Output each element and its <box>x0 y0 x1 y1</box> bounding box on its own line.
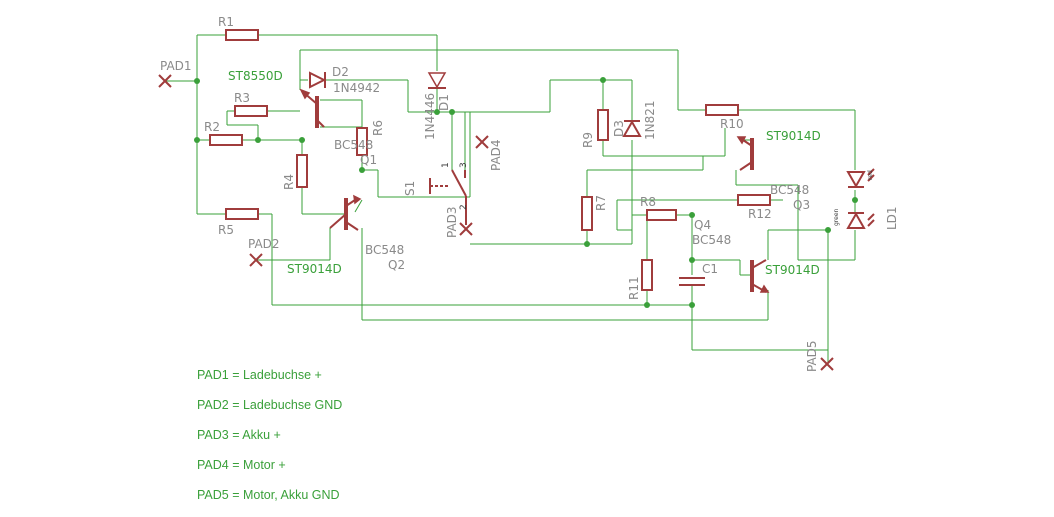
pad5-marker <box>820 357 834 371</box>
legend-line-2: PAD2 = Ladebuchse GND <box>197 398 343 412</box>
pad1-marker <box>158 74 172 88</box>
resistor-r12 <box>737 194 771 206</box>
legend-line-5: PAD5 = Motor, Akku GND <box>197 488 340 502</box>
label-st8550d: ST8550D <box>228 69 283 83</box>
resistor-r3 <box>234 105 268 117</box>
label-r3: R3 <box>234 91 250 105</box>
label-d2: D2 <box>332 65 349 79</box>
label-r4: R4 <box>282 174 296 190</box>
label-q1: Q1 <box>360 153 377 167</box>
resistor-r5 <box>225 208 259 220</box>
label-q2: Q2 <box>388 258 405 272</box>
label-q4-value: BC548 <box>692 233 731 247</box>
label-q3-part: ST9014D <box>766 129 821 143</box>
resistor-r11 <box>641 259 653 291</box>
legend-line-3: PAD3 = Akku + <box>197 428 281 442</box>
label-q2-part: ST9014D <box>287 262 342 276</box>
label-r9: R9 <box>581 132 595 148</box>
label-pad4: PAD4 <box>489 139 503 171</box>
switch-s1 <box>429 169 467 225</box>
label-r8: R8 <box>640 195 656 209</box>
label-s1: S1 <box>403 181 417 196</box>
label-switch-pin3: 3 <box>459 162 469 168</box>
label-d2-value: 1N4942 <box>333 81 380 95</box>
label-q1-value: BC548 <box>334 138 373 152</box>
label-q4-part: ST9014D <box>765 263 820 277</box>
label-ld1: LD1 <box>885 206 899 230</box>
diode-d1 <box>427 72 447 89</box>
label-r2: R2 <box>204 120 220 134</box>
wires <box>165 34 856 362</box>
label-d1: D1 <box>437 94 451 111</box>
label-pad2: PAD2 <box>248 237 280 251</box>
resistor-r2 <box>209 134 243 146</box>
pad2-marker <box>249 253 263 267</box>
resistor-r7 <box>581 196 593 231</box>
label-r7: R7 <box>594 195 608 211</box>
resistor-r9 <box>597 109 609 141</box>
resistor-r1 <box>225 29 259 41</box>
legend-line-1: PAD1 = Ladebuchse + <box>197 368 322 382</box>
label-r5: R5 <box>218 223 234 237</box>
label-q3-value: BC548 <box>770 183 809 197</box>
led-red <box>846 168 875 189</box>
pad4-marker <box>475 135 489 149</box>
resistor-r10 <box>705 104 739 116</box>
resistor-r4 <box>296 154 308 188</box>
label-switch-pin2: 2 <box>459 204 469 210</box>
label-led-red: red <box>867 170 874 180</box>
transistor-q3 <box>736 136 754 171</box>
label-d1-value: 1N4446 <box>423 93 437 140</box>
label-pad3: PAD3 <box>445 206 459 238</box>
label-r6: R6 <box>371 120 385 136</box>
label-d3-value: 1N821 <box>643 100 657 140</box>
label-led-green: green <box>833 208 840 226</box>
label-r12: R12 <box>748 207 772 221</box>
label-pad5: PAD5 <box>805 340 819 372</box>
transistor-q2 <box>329 194 362 231</box>
label-pad1: PAD1 <box>160 59 192 73</box>
junction-dots <box>194 77 858 308</box>
legend-line-4: PAD4 = Motor + <box>197 458 286 472</box>
transistor-st8550d <box>299 88 325 128</box>
capacitor-c1 <box>679 277 705 286</box>
label-r1: R1 <box>218 15 234 29</box>
diode-d2 <box>309 71 327 89</box>
label-q2-value: BC548 <box>365 243 404 257</box>
label-d3: D3 <box>612 120 626 137</box>
diode-d3 <box>622 119 642 137</box>
label-c1: C1 <box>702 262 718 276</box>
resistor-r6 <box>356 127 368 156</box>
label-q4: Q4 <box>694 218 711 232</box>
label-r10: R10 <box>720 117 744 131</box>
led-green <box>846 211 875 229</box>
pad3-marker <box>459 222 473 236</box>
label-switch-pin1: 1 <box>441 162 451 168</box>
transistor-q4 <box>750 259 770 293</box>
label-r11: R11 <box>627 276 641 300</box>
label-q3: Q3 <box>793 198 810 212</box>
resistor-r8 <box>646 209 677 221</box>
